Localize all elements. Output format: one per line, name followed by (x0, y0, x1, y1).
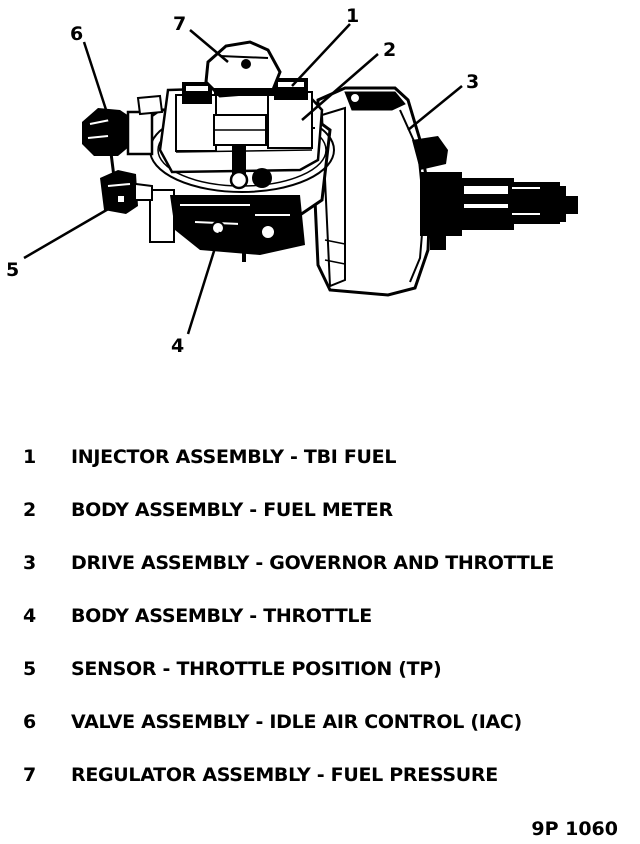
legend-item: 3 DRIVE ASSEMBLY - GOVERNOR AND THROTTLE (0, 548, 640, 601)
legend-label: INJECTOR ASSEMBLY - TBI FUEL (71, 446, 397, 468)
legend-item: 1 INJECTOR ASSEMBLY - TBI FUEL (0, 442, 640, 495)
legend-number: 6 (23, 711, 37, 733)
legend-label: SENSOR - THROTTLE POSITION (TP) (71, 658, 442, 680)
legend-item: 5 SENSOR - THROTTLE POSITION (TP) (0, 654, 640, 707)
callout-6: 6 (70, 23, 83, 45)
legend-label: DRIVE ASSEMBLY - GOVERNOR AND THROTTLE (71, 552, 554, 574)
callout-2: 2 (383, 39, 396, 61)
legend-item: 7 REGULATOR ASSEMBLY - FUEL PRESSURE (0, 760, 640, 813)
drive-assembly-housing (313, 86, 432, 297)
legend-number: 1 (23, 446, 37, 468)
legend-number: 3 (23, 552, 37, 574)
callout-1: 1 (346, 5, 359, 27)
callout-5: 5 (6, 259, 19, 281)
legend-number: 2 (23, 499, 37, 521)
tp-sensor (100, 170, 153, 214)
tbi-unit-illustration: 1 2 3 4 5 6 7 (6, 5, 578, 357)
legend-number: 5 (23, 658, 37, 680)
legend-label: BODY ASSEMBLY - FUEL METER (71, 499, 393, 521)
legend-item: 4 BODY ASSEMBLY - THROTTLE (0, 601, 640, 654)
legend-item: 6 VALVE ASSEMBLY - IDLE AIR CONTROL (IAC… (0, 707, 640, 760)
callout-7: 7 (173, 13, 186, 35)
fuel-meter-body (158, 78, 324, 190)
legend-item: 2 BODY ASSEMBLY - FUEL METER (0, 495, 640, 548)
parts-legend: 1 INJECTOR ASSEMBLY - TBI FUEL 2 BODY AS… (0, 442, 640, 813)
leader-lines (23, 23, 463, 335)
pressure-regulator (204, 40, 282, 98)
legend-number: 7 (23, 764, 37, 786)
legend-label: REGULATOR ASSEMBLY - FUEL PRESSURE (71, 764, 498, 786)
callout-4: 4 (171, 335, 184, 357)
figure-id: 9P 1060 (531, 818, 618, 840)
callout-3: 3 (466, 71, 479, 93)
iac-valve (82, 94, 164, 156)
legend-label: VALVE ASSEMBLY - IDLE AIR CONTROL (IAC) (71, 711, 522, 733)
actuator-motor (412, 136, 578, 250)
legend-number: 4 (23, 605, 37, 627)
legend-label: BODY ASSEMBLY - THROTTLE (71, 605, 372, 627)
